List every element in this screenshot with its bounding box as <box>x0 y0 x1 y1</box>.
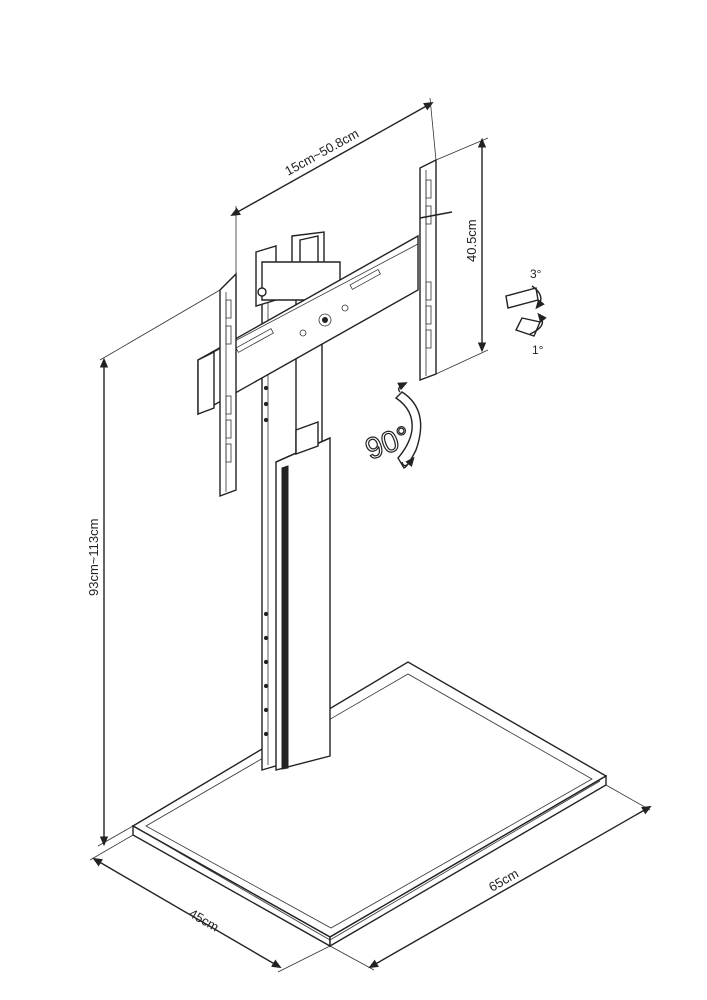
vesa-height-dimension: 40.5cm <box>435 137 489 375</box>
vesa-height-label: 40.5cm <box>464 219 479 262</box>
base-plate <box>131 661 608 948</box>
tilt-up-label: 3° <box>530 267 542 281</box>
tilt-down-label: 1° <box>532 343 544 357</box>
tilt-indicator: 3° 1° <box>505 267 547 357</box>
support-column <box>261 275 331 771</box>
stand-height-dimension: 93cm~113cm <box>86 289 221 847</box>
base-depth-label: 45cm <box>187 906 222 935</box>
height-adjustment-holes <box>263 385 269 737</box>
swivel-indicator: 90° <box>361 382 422 469</box>
mounting-bracket <box>197 158 453 498</box>
stand-height-label: 93cm~113cm <box>86 519 101 596</box>
vesa-width-label: 15cm~50.8cm <box>282 126 361 179</box>
